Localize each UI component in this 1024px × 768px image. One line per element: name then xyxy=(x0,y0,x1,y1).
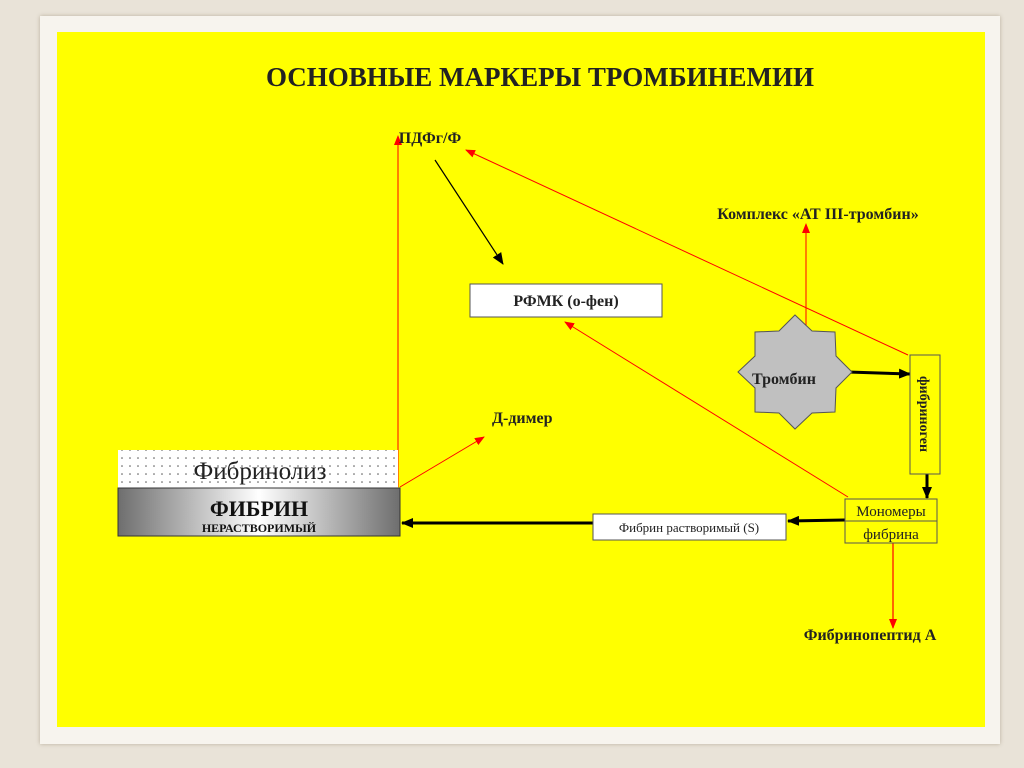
slide-background xyxy=(57,32,985,727)
node-thrombin: Тромбин xyxy=(752,371,816,388)
node-fibrin-sub: НЕРАСТВОРИМЫЙ xyxy=(202,521,317,535)
slide-title: ОСНОВНЫЕ МАРКЕРЫ ТРОМБИНЕМИИ xyxy=(266,62,814,92)
node-fibrinopeptide: Фибринопептид А xyxy=(804,627,937,644)
node-fibrinolysis: Фибринолиз xyxy=(193,458,326,485)
node-pdf: ПДФг/Ф xyxy=(399,130,462,147)
node-complex: Комплекс «АТ III-тромбин» xyxy=(717,206,918,223)
node-fibrinolysis-box xyxy=(118,450,398,488)
node-soluble-box xyxy=(592,513,787,541)
arrow-pdf-to-rfmk xyxy=(434,159,504,265)
thrombin-star xyxy=(737,314,853,430)
node-rfmk-box xyxy=(469,283,663,318)
arrow-thrombin-to-fibrinogen xyxy=(847,368,911,379)
node-soluble-fibrin: Фибрин растворимый (S) xyxy=(619,520,759,535)
node-fibrin-box xyxy=(117,487,401,537)
node-rfmk: РФМК (о-фен) xyxy=(513,293,618,310)
node-monomers-line2: фибрина xyxy=(863,527,919,543)
node-fibrinogen: фибриноген xyxy=(916,376,931,452)
node-monomers-line1: Мономеры xyxy=(856,504,925,520)
node-fibrinogen-box xyxy=(909,354,941,475)
arrow-fibrinogen-to-pdf xyxy=(465,149,909,356)
node-fibrin: ФИБРИН xyxy=(210,496,308,521)
arrow-fibrin-to-ddimer xyxy=(399,436,485,488)
node-ddimer: Д-димер xyxy=(492,410,553,427)
arrow-monomers-to-rfmk xyxy=(564,321,849,498)
arrow-monomers-to-soluble xyxy=(787,515,846,526)
